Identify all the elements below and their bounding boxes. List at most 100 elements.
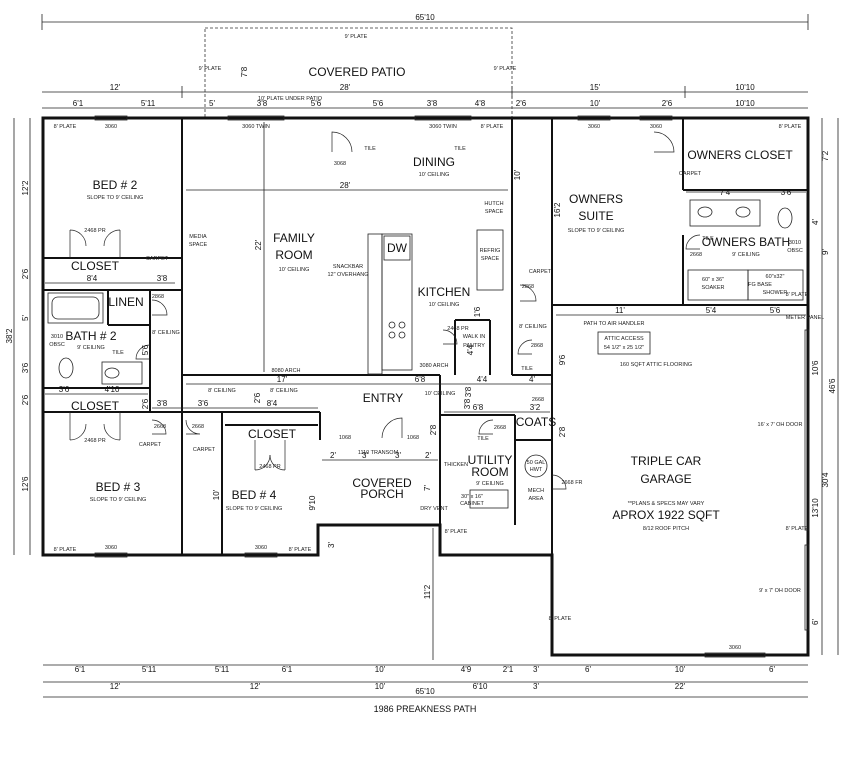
- owners-suite-note: SLOPE TO 9' CEILING: [568, 228, 624, 234]
- note-tile-kitchen: TILE: [454, 146, 466, 152]
- covered-patio: 9' PLATE 9' PLATE 9' PLATE 7'8 COVERED P…: [199, 27, 517, 119]
- note-hwt-1: 50 GAL: [527, 460, 546, 466]
- note-hwt-2: HWT: [530, 467, 543, 473]
- note-carpet-suite: CARPET: [529, 269, 552, 275]
- bed3-note: SLOPE TO 9' CEILING: [90, 497, 146, 503]
- dim-top-r2-3: 10'10: [735, 83, 755, 92]
- door-closet-bed2: 2468 PR: [84, 228, 105, 234]
- dim-porch-row-1: 3': [362, 451, 368, 460]
- dim-misc-1: 2'8: [558, 426, 567, 437]
- note-meter-panel: METER PANEL: [786, 315, 824, 321]
- note-attic-access-2: 54 1/2" x 25 1/2": [604, 345, 644, 351]
- note-cabinet-1: 30" x 16": [461, 494, 483, 500]
- note-shower-1: 60"x32": [766, 274, 785, 280]
- patio-plate-right: 9' PLATE: [494, 66, 517, 72]
- mech-label-2: AREA: [529, 496, 544, 502]
- door-coats: 2668: [532, 397, 544, 403]
- note-obsc-bath-1: 3010: [789, 240, 801, 246]
- dim-misc-4: 2'6: [141, 398, 150, 409]
- top-dimensions: 65'10 12' 28' 15' 10'10 6'1 5'11 5' 3'8 …: [41, 13, 809, 109]
- owners-bath-note: 9' CEILING: [732, 252, 760, 258]
- owners-closet-label: OWNERS CLOSET: [687, 148, 793, 162]
- dim-top-r3-0: 6'1: [73, 99, 84, 108]
- note-snackbar-2: 12" OVERHANG: [327, 272, 368, 278]
- dim-left-0: 12'2: [21, 180, 30, 195]
- note-transom: 1110 TRANSOM: [358, 450, 399, 456]
- left-dimensions: 38'2 12'2 2'6 5' 3'6 2'6 12'6: [5, 118, 31, 555]
- plate-bed3: 8' PLATE: [54, 547, 77, 553]
- dim-owner-row-0: 11': [615, 306, 625, 315]
- kitchen-note: 10' CEILING: [429, 302, 460, 308]
- dim-kitchen-row-0: 17': [277, 375, 288, 384]
- door-closet-hall: 2468 PR: [84, 438, 105, 444]
- utility-note: 9' CEILING: [476, 481, 504, 487]
- closet-bed2-label: CLOSET: [71, 259, 120, 273]
- note-ceiling-suite: 8' CEILING: [519, 324, 547, 330]
- window-bed3: 3060: [105, 545, 117, 551]
- dim-top-r3-4: 5'6: [311, 99, 322, 108]
- dim-pantry-2: 3'8: [464, 386, 473, 397]
- bed4-label: BED # 4: [232, 488, 277, 502]
- note-obsc-bath2-1: 3010: [51, 334, 63, 340]
- interior-walls: [43, 118, 808, 555]
- plate-garage-right: 8' PLATE: [786, 526, 809, 532]
- bed2-note: SLOPE TO 9' CEILING: [87, 195, 143, 201]
- door-mech: 2668 FR: [561, 480, 582, 486]
- note-ceiling-bed3: 8' CEILING: [208, 388, 236, 394]
- note-media-2: SPACE: [189, 242, 208, 248]
- note-oh-door-1: 16' x 7' OH DOOR: [758, 422, 803, 428]
- dim-left-total: 38'2: [5, 328, 14, 343]
- window-closet: 3060: [650, 124, 662, 130]
- pantry-label-1: WALK IN: [463, 334, 485, 340]
- patio-plate: 9' PLATE: [345, 34, 368, 40]
- dim-bot-r2-2: 10': [375, 682, 386, 691]
- dim-left-3: 3'6: [21, 362, 30, 373]
- fixtures: [47, 199, 804, 509]
- dim-kitchen-row-2: 4'4: [477, 375, 488, 384]
- dim-misc-8: 3': [327, 542, 336, 548]
- note-hutch-1: HUTCH: [484, 201, 503, 207]
- note-tile-dining: TILE: [364, 146, 376, 152]
- note-ceiling-linen: 8' CEILING: [152, 330, 180, 336]
- note-tile-bath2: TILE: [112, 350, 124, 356]
- note-snackbar-1: SNACKBAR: [333, 264, 363, 270]
- note-carpet-closet: CARPET: [679, 171, 702, 177]
- sidelight-right: 1068: [407, 435, 419, 441]
- dim-misc-6: 3'8: [463, 398, 472, 409]
- plate-dining: 8' PLATE: [481, 124, 504, 130]
- note-attic-flooring: 160 SQFT ATTIC FLOORING: [620, 362, 692, 368]
- sidelight-left: 1068: [339, 435, 351, 441]
- dim-bed2-row-1: 3'8: [157, 274, 168, 283]
- dim-top-r2-2: 15': [590, 83, 601, 92]
- note-refrig-1: REFRIG: [480, 248, 501, 254]
- note-dw: DW: [387, 241, 408, 255]
- kitchen-label: KITCHEN: [418, 285, 471, 299]
- door-bed2: 2868: [152, 294, 164, 300]
- note-carpet-bed2: CARPET: [146, 256, 169, 262]
- dim-bot-r1-5: 4'9: [461, 665, 472, 674]
- closet-hall-label: CLOSET: [71, 399, 120, 413]
- mech-label-1: MECH: [528, 488, 544, 494]
- note-dryer-vent: DRY VENT: [420, 506, 448, 512]
- dim-bot-r1-0: 6'1: [75, 665, 86, 674]
- closet-bed4-label: CLOSET: [248, 427, 297, 441]
- note-soaker-2: SOAKER: [702, 285, 725, 291]
- utility-label-1: UTILITY: [468, 453, 513, 467]
- dim-left-4: 2'6: [21, 394, 30, 405]
- plate-bed2: 8' PLATE: [54, 124, 77, 130]
- garage-label-1: TRIPLE CAR: [631, 454, 702, 468]
- dim-family-depth: 22': [254, 239, 263, 250]
- pantry-label-2: PANTRY: [463, 343, 485, 349]
- patio-plate-left: 9' PLATE: [199, 66, 222, 72]
- door-bed3: 2668: [154, 424, 166, 430]
- dim-top-r3-8: 2'6: [516, 99, 527, 108]
- dim-misc-0: 9'6: [558, 354, 567, 365]
- dim-kitchen-row-1: 6'8: [415, 375, 426, 384]
- door-patio: 3068: [334, 161, 346, 167]
- dim-pantry-1: 4'4: [466, 344, 475, 355]
- plate-under-patio: 10' PLATE UNDER PATIO: [258, 96, 323, 102]
- dim-bot-total: 65'10: [415, 687, 435, 696]
- plate-closet: 8' PLATE: [779, 124, 802, 130]
- note-carpet-bed3: CARPET: [139, 442, 162, 448]
- dim-right-0: 7'2: [821, 150, 830, 161]
